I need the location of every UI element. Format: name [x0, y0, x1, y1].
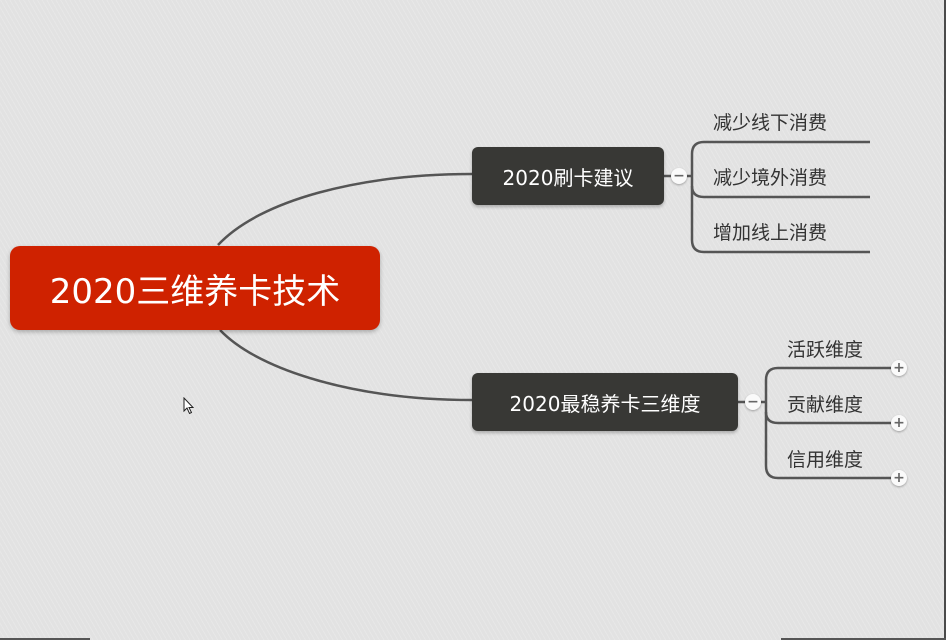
canvas-bottom-edge-right — [781, 638, 946, 640]
subtopic-node[interactable]: 减少境外消费 — [713, 163, 827, 190]
canvas-bottom-edge-left — [0, 638, 90, 640]
subtopic-node[interactable]: 活跃维度 — [787, 335, 863, 362]
subtopic-node[interactable]: 增加线上消费 — [713, 218, 827, 245]
canvas-right-border — [944, 0, 946, 640]
topic-node-three-dimensions[interactable]: 2020最稳养卡三维度 — [472, 373, 738, 431]
topic-label: 2020最稳养卡三维度 — [509, 391, 701, 416]
plus-icon: + — [893, 470, 905, 486]
minus-icon: − — [673, 168, 685, 184]
plus-icon: + — [893, 360, 905, 376]
root-node-label: 2020三维养卡技术 — [49, 271, 341, 312]
root-node[interactable]: 2020三维养卡技术 — [10, 246, 380, 330]
subtopic-label: 信用维度 — [787, 449, 864, 471]
subtopic-node[interactable]: 信用维度 — [787, 445, 863, 472]
mouse-cursor-icon — [183, 397, 195, 415]
expand-toggle[interactable]: + — [891, 415, 907, 431]
subtopic-node[interactable]: 减少线下消费 — [713, 108, 827, 135]
expand-toggle[interactable]: + — [891, 470, 907, 486]
subtopic-label: 贡献维度 — [787, 394, 864, 416]
subtopic-label: 活跃维度 — [787, 339, 864, 361]
plus-icon: + — [893, 415, 905, 431]
expand-toggle[interactable]: + — [891, 360, 907, 376]
subtopic-label: 减少线下消费 — [713, 112, 828, 134]
topic-label: 2020刷卡建议 — [502, 165, 634, 190]
subtopic-node[interactable]: 贡献维度 — [787, 390, 863, 417]
subtopic-label: 减少境外消费 — [713, 167, 828, 189]
collapse-toggle-card-advice[interactable]: − — [671, 168, 687, 184]
subtopic-label: 增加线上消费 — [713, 222, 828, 244]
topic-node-card-advice[interactable]: 2020刷卡建议 — [472, 147, 664, 205]
minus-icon: − — [747, 394, 759, 410]
collapse-toggle-three-dimensions[interactable]: − — [745, 394, 761, 410]
